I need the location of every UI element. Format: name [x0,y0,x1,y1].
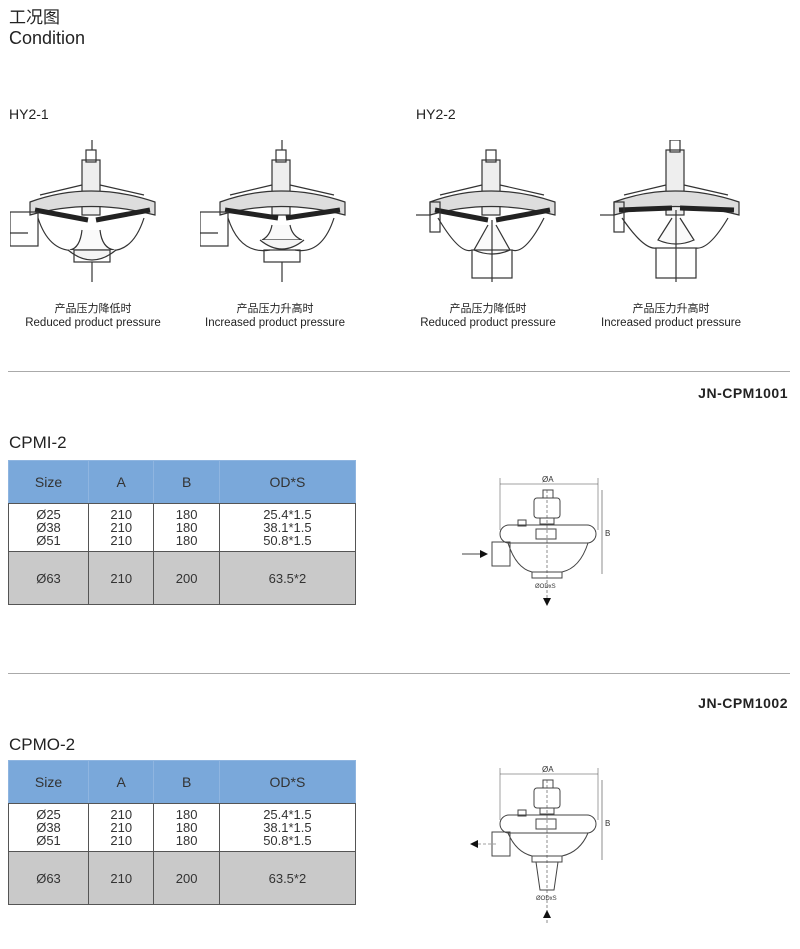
svg-text:ØODxS: ØODxS [535,584,556,590]
caption-hy2-2-increased: 产品压力升高时 Increased product pressure [601,302,741,329]
svg-text:B: B [605,819,610,828]
svg-text:ØA: ØA [542,475,554,484]
product-code: JN-CPM1001 [698,385,788,401]
valve-section-diagram-hy2-2-reduced [410,140,570,285]
dimension-drawing-cpmi-2: ØA B ØODxS [462,470,622,620]
page-title-en: Condition [9,28,86,48]
column-header: B [153,760,220,804]
caption-hy2-1-increased: 产品压力升高时 Increased product pressure [205,302,345,329]
table-row: Ø63 210 200 63.5*2 [7,551,357,605]
svg-text:ØA: ØA [542,765,554,774]
section-divider [8,371,790,372]
column-header: OD*S [218,760,357,804]
column-header: B [153,460,220,504]
column-header: Size [7,760,90,804]
column-header: A [88,760,155,804]
group-label-hy2-2: HY2-2 [416,106,456,122]
column-header: A [88,460,155,504]
svg-text:B: B [605,529,610,538]
model-title: CPMO-2 [9,735,76,754]
table-row: Ø63 210 200 63.5*2 [7,851,357,905]
column-header: Size [7,460,90,504]
group-label-hy2-1: HY2-1 [9,106,49,122]
valve-section-diagram-hy2-1-reduced [10,140,170,285]
dimension-drawing-cpmo-2: ØA B ØODxS [462,760,622,930]
model-title: CPMI-2 [9,433,67,452]
page-title-cn: 工况图 [9,8,60,28]
product-code: JN-CPM1002 [698,695,788,711]
valve-section-diagram-hy2-1-increased [200,140,360,285]
column-header: OD*S [218,460,357,504]
caption-hy2-1-reduced: 产品压力降低时 Reduced product pressure [25,302,161,329]
section-divider [8,673,790,674]
svg-text:ØODxS: ØODxS [536,896,557,902]
valve-section-diagram-hy2-2-increased [594,140,754,285]
caption-hy2-2-reduced: 产品压力降低时 Reduced product pressure [420,302,556,329]
